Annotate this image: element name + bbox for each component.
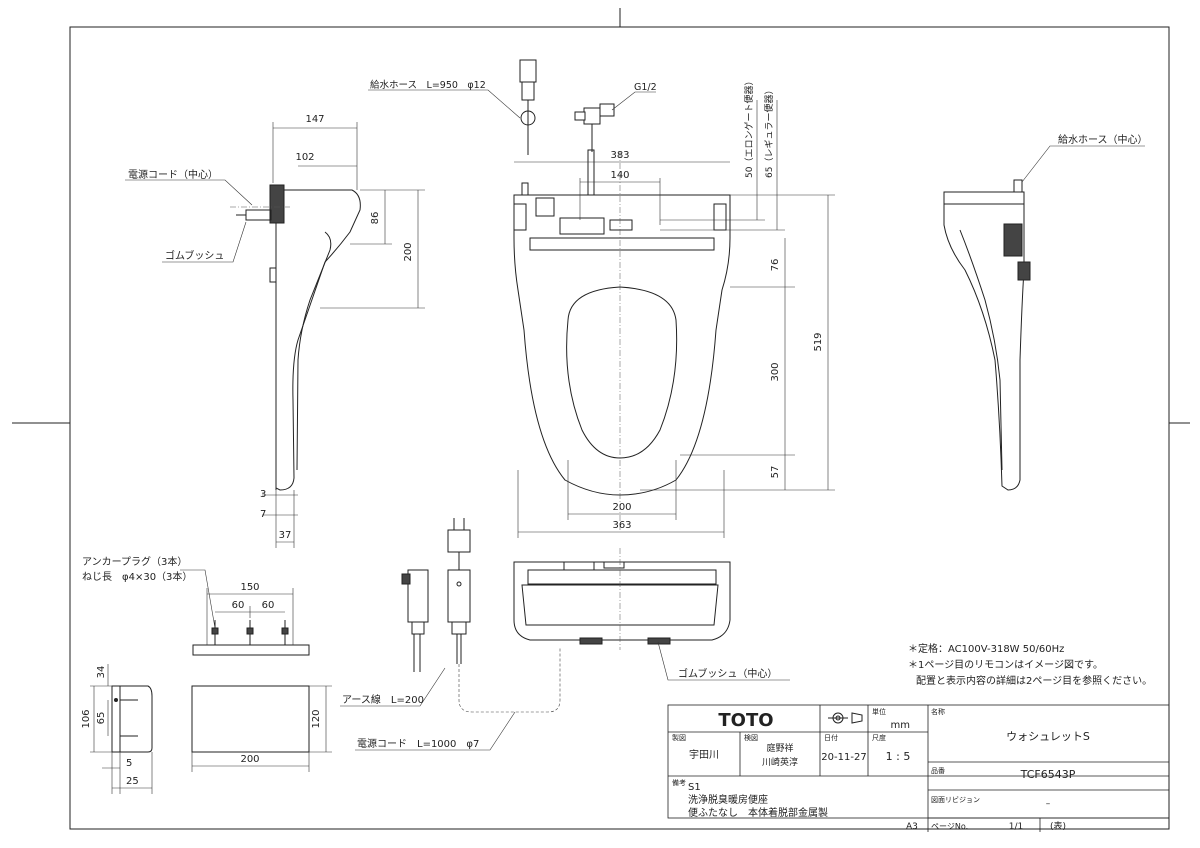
name-label: 名称 (931, 707, 945, 716)
notes-line-3: 便ふたなし 本体着脱部金属製 (688, 806, 828, 819)
dim-140: 140 (610, 170, 629, 181)
sheet-size: A3 (906, 822, 918, 832)
notes-s1: S1 (688, 782, 701, 793)
page-label: ページNo. (931, 822, 968, 831)
label-screw: ねじ長 φ4×30（3本） (82, 570, 192, 583)
dim-150: 150 (240, 582, 259, 593)
dim-3: 3 (260, 489, 266, 500)
dim-25: 25 (126, 776, 139, 787)
dim-383: 383 (610, 150, 629, 161)
dim-200-side: 200 (403, 242, 414, 261)
dim-76: 76 (770, 259, 781, 272)
dim-147: 147 (305, 114, 324, 125)
title-block: TOTO 単位 mm 名称 ウォシュレットS 製図 宇田川 検図 庭野祥 川崎英… (667, 704, 1170, 832)
dim-363: 363 (612, 520, 631, 531)
dim-37: 37 (279, 530, 292, 541)
projection-symbol (828, 712, 863, 724)
label-elongated: 50（エロンゲート便器） (743, 77, 755, 178)
note-1: ＊定格：AC100V-318W 50/60Hz (908, 642, 1064, 655)
revision-value: – (1046, 799, 1051, 809)
side-view-right (943, 179, 1031, 491)
check-label: 検図 (744, 733, 758, 742)
product-name: ウォシュレットS (1006, 730, 1090, 743)
dim-200-remote: 200 (240, 754, 259, 765)
drawing-frame (12, 8, 1190, 830)
dim-86: 86 (370, 212, 381, 225)
top-view (513, 149, 731, 530)
maker-value: 宇田川 (689, 748, 719, 761)
remote-holder: 106 65 34 5 25 (81, 664, 153, 794)
dim-65: 65 (96, 712, 107, 725)
dim-200-bowl: 200 (612, 502, 631, 513)
label-g-half: G1/2 (634, 82, 657, 93)
page-sheet: (表) (1050, 820, 1066, 832)
model-value: TCF6543P (1020, 768, 1076, 781)
power-cord-assembly: アース線 L=200 電源コード L=1000 φ7 (340, 518, 561, 751)
remote-bracket: アンカープラグ（3本） ねじ長 φ4×30（3本） 150 60 60 (82, 555, 310, 656)
brand-logo: TOTO (718, 710, 773, 731)
dim-102: 102 (295, 152, 314, 163)
checker-1: 庭野祥 (766, 742, 793, 754)
label-regular: 65（レギュラー便器） (763, 86, 775, 178)
dim-519: 519 (813, 332, 824, 351)
side-view-left (230, 184, 361, 491)
label-supply-hose: 給水ホース L=950 φ12 (370, 79, 486, 91)
front-view: ゴムブッシュ（中心） (513, 548, 790, 681)
side-view-right-labels: 給水ホース（中心） (1021, 133, 1148, 183)
checker-2: 川崎英淳 (762, 756, 798, 768)
top-view-fittings (519, 59, 615, 155)
dim-60-b: 60 (262, 600, 275, 611)
dim-300: 300 (770, 362, 781, 381)
label-power-cord: 電源コード L=1000 φ7 (357, 737, 479, 750)
revision-label: 図面リビジョン (931, 795, 980, 804)
label-power-cord-center: 電源コード（中心） (128, 168, 218, 181)
notes: ＊定格：AC100V-318W 50/60Hz ＊1ページ目のリモコンはイメージ… (908, 642, 1152, 687)
date-value: 20-11-27 (821, 752, 866, 763)
dim-5: 5 (126, 758, 132, 769)
maker-label: 製図 (672, 733, 686, 742)
side-view-left-dims: 147 102 86 200 3 7 37 (260, 114, 425, 548)
unit-label: 単位 (872, 707, 886, 716)
dim-106: 106 (81, 709, 92, 728)
scale-value: 1 : 5 (886, 750, 911, 763)
label-earth-wire: アース線 L=200 (342, 693, 424, 706)
side-view-left-labels: 電源コード（中心） ゴムブッシュ (125, 168, 253, 263)
dim-7: 7 (260, 509, 266, 520)
dim-60-a: 60 (232, 600, 245, 611)
label-supply-hose-center: 給水ホース（中心） (1058, 133, 1148, 146)
label-anchor-plug: アンカープラグ（3本） (82, 555, 187, 568)
label-rubber-bush: ゴムブッシュ (165, 249, 224, 262)
page-value: 1/1 (1009, 822, 1023, 832)
note-2: ＊1ページ目のリモコンはイメージ図です。 (908, 659, 1103, 671)
notes-line-2: 洗浄脱臭暖房便座 (688, 793, 768, 806)
date-label: 日付 (824, 733, 838, 742)
dim-120: 120 (311, 709, 322, 728)
unit-value: mm (891, 720, 910, 731)
model-label: 品番 (931, 767, 945, 775)
note-3: 配置と表示内容の詳細は2ページ目を参照ください。 (916, 674, 1152, 687)
dim-34: 34 (96, 666, 107, 679)
top-view-dims: 給水ホース L=950 φ12 G1/2 383 140 50（エロンゲート便器… (368, 77, 835, 538)
notes-label: 備考 (672, 778, 686, 787)
dim-57: 57 (770, 466, 781, 479)
remote-front: 200 120 (191, 685, 332, 772)
label-rubber-bush-center: ゴムブッシュ（中心） (678, 667, 777, 680)
scale-label: 尺度 (872, 733, 886, 742)
